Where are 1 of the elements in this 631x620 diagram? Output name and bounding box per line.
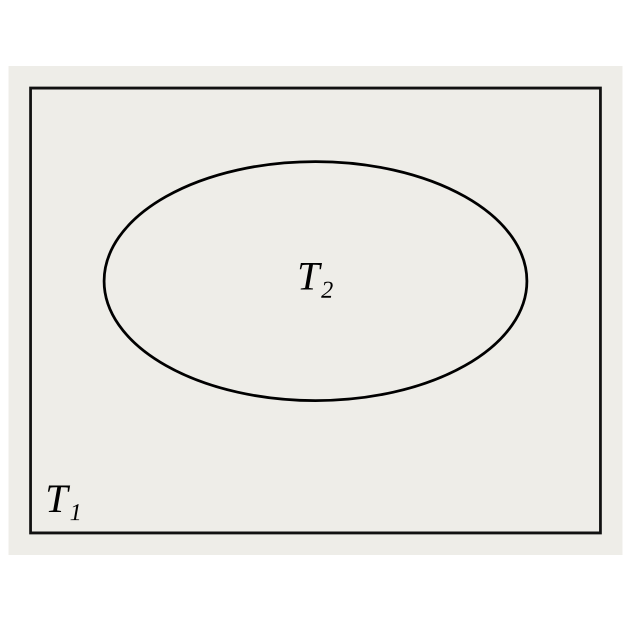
node-ellipse: T₂ [102,160,528,402]
